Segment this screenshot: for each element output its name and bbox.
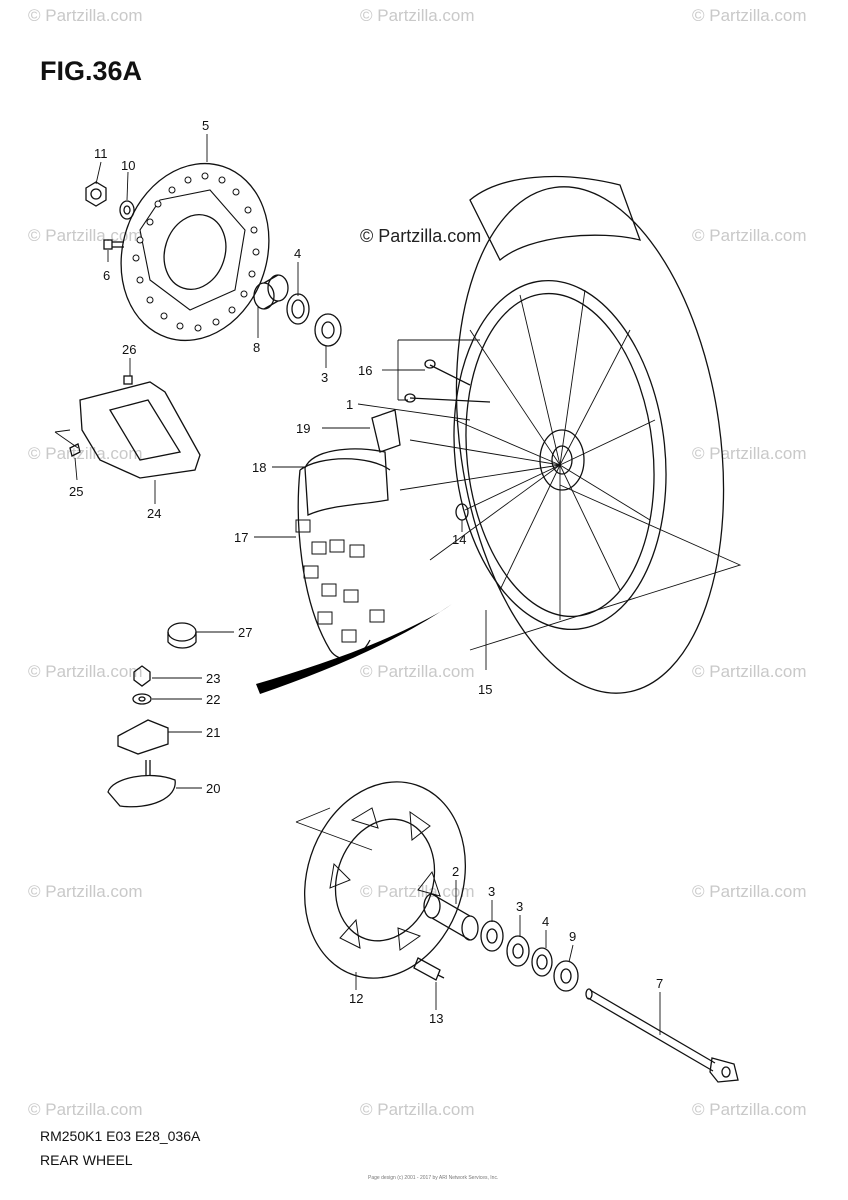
watermark: © Partzilla.com: [28, 662, 143, 681]
valve-washer-drawing: [132, 693, 152, 705]
watermark: © Partzilla.com: [28, 6, 143, 25]
callout-4: 4: [294, 246, 301, 261]
watermark: © Partzilla.com: [28, 444, 143, 463]
spoke-drawing: [404, 359, 491, 403]
watermark: © Partzilla.com: [692, 1100, 807, 1119]
diagram-name: REAR WHEEL: [40, 1152, 133, 1168]
leader-lines: [54, 134, 742, 1035]
callout-3: 3: [321, 370, 328, 385]
rear-tire-drawing: [295, 458, 391, 660]
callout-3-lower-b: 3: [516, 899, 523, 914]
watermark: © Partzilla.com: [360, 882, 475, 901]
spacer-drawing: [253, 274, 289, 310]
washer-drawing: [119, 200, 135, 220]
sprocket-drawing: [303, 781, 467, 979]
callout-4-lower: 4: [542, 914, 549, 929]
oil-seal-drawing: [286, 293, 310, 325]
callout-2: 2: [452, 864, 459, 879]
watermark: © Partzilla.com: [692, 6, 807, 25]
callout-1: 1: [346, 397, 353, 412]
watermark: © Partzilla.com: [692, 226, 807, 245]
disc-guard-drawing: [69, 375, 201, 479]
callout-25: 25: [69, 484, 83, 499]
callout-23: 23: [206, 671, 220, 686]
collar-drawing: [553, 960, 579, 992]
cap-drawing: [167, 622, 197, 649]
callout-13: 13: [429, 1011, 443, 1026]
callout-7: 7: [656, 976, 663, 991]
watermark: © Partzilla.com: [692, 444, 807, 463]
callout-labels: 5 11 10 6 4 8 3 26 25 24 16 1 19 18 17 1…: [69, 118, 663, 1026]
callout-14: 14: [452, 532, 466, 547]
brake-disc-drawing: [120, 162, 270, 342]
watermark: © Partzilla.com: [360, 662, 475, 681]
lower-oil-seal-drawing: [531, 947, 553, 977]
callout-6: 6: [103, 268, 110, 283]
rim-band-drawing: [371, 409, 401, 453]
disc-bolt-drawing: [103, 239, 124, 250]
callout-5: 5: [202, 118, 209, 133]
callout-20: 20: [206, 781, 220, 796]
callout-10: 10: [121, 158, 135, 173]
rim-lock-drawing: [107, 760, 176, 808]
watermark: © Partzilla.com: [692, 662, 807, 681]
nut-drawing: [85, 181, 107, 207]
callout-18: 18: [252, 460, 266, 475]
callout-19: 19: [296, 421, 310, 436]
wheel-assembly-drawing: [399, 175, 725, 694]
watermark: © Partzilla.com: [28, 1100, 143, 1119]
callout-27: 27: [238, 625, 252, 640]
watermark: © Partzilla.com: [360, 1100, 475, 1119]
callout-12: 12: [349, 991, 363, 1006]
watermark: © Partzilla.com: [692, 882, 807, 901]
callout-21: 21: [206, 725, 220, 740]
lower-bearing-drawing: [480, 920, 530, 967]
callout-26: 26: [122, 342, 136, 357]
figure-title: FIG.36A: [40, 56, 143, 86]
axle-drawing: [585, 988, 739, 1083]
watermark: © Partzilla.com: [28, 226, 143, 245]
center-watermark: © Partzilla.com: [360, 226, 482, 246]
hub-spacer-drawing: [423, 893, 479, 941]
watermark: © Partzilla.com: [360, 6, 475, 25]
valve-nut-drawing: [133, 665, 151, 687]
sprocket-bolt-drawing: [413, 957, 445, 981]
drive-chain-stroke: [256, 604, 452, 694]
page-credit: Page design (c) 2001 - 2017 by ARI Netwo…: [368, 1175, 499, 1181]
bearing-drawing: [314, 313, 342, 347]
tube-drawing: [304, 448, 389, 516]
callout-15: 15: [478, 682, 492, 697]
callout-11: 11: [94, 146, 108, 161]
callout-3-lower-a: 3: [488, 884, 495, 899]
callout-8: 8: [253, 340, 260, 355]
watermark: © Partzilla.com: [28, 882, 143, 901]
callout-24: 24: [147, 506, 161, 521]
rim-lock-pad-drawing: [117, 719, 169, 755]
callout-17: 17: [234, 530, 248, 545]
callout-16: 16: [358, 363, 372, 378]
nipple-drawing: [455, 503, 469, 521]
callout-9: 9: [569, 929, 576, 944]
diagram-code: RM250K1 E03 E28_036A: [40, 1128, 201, 1144]
callout-22: 22: [206, 692, 220, 707]
